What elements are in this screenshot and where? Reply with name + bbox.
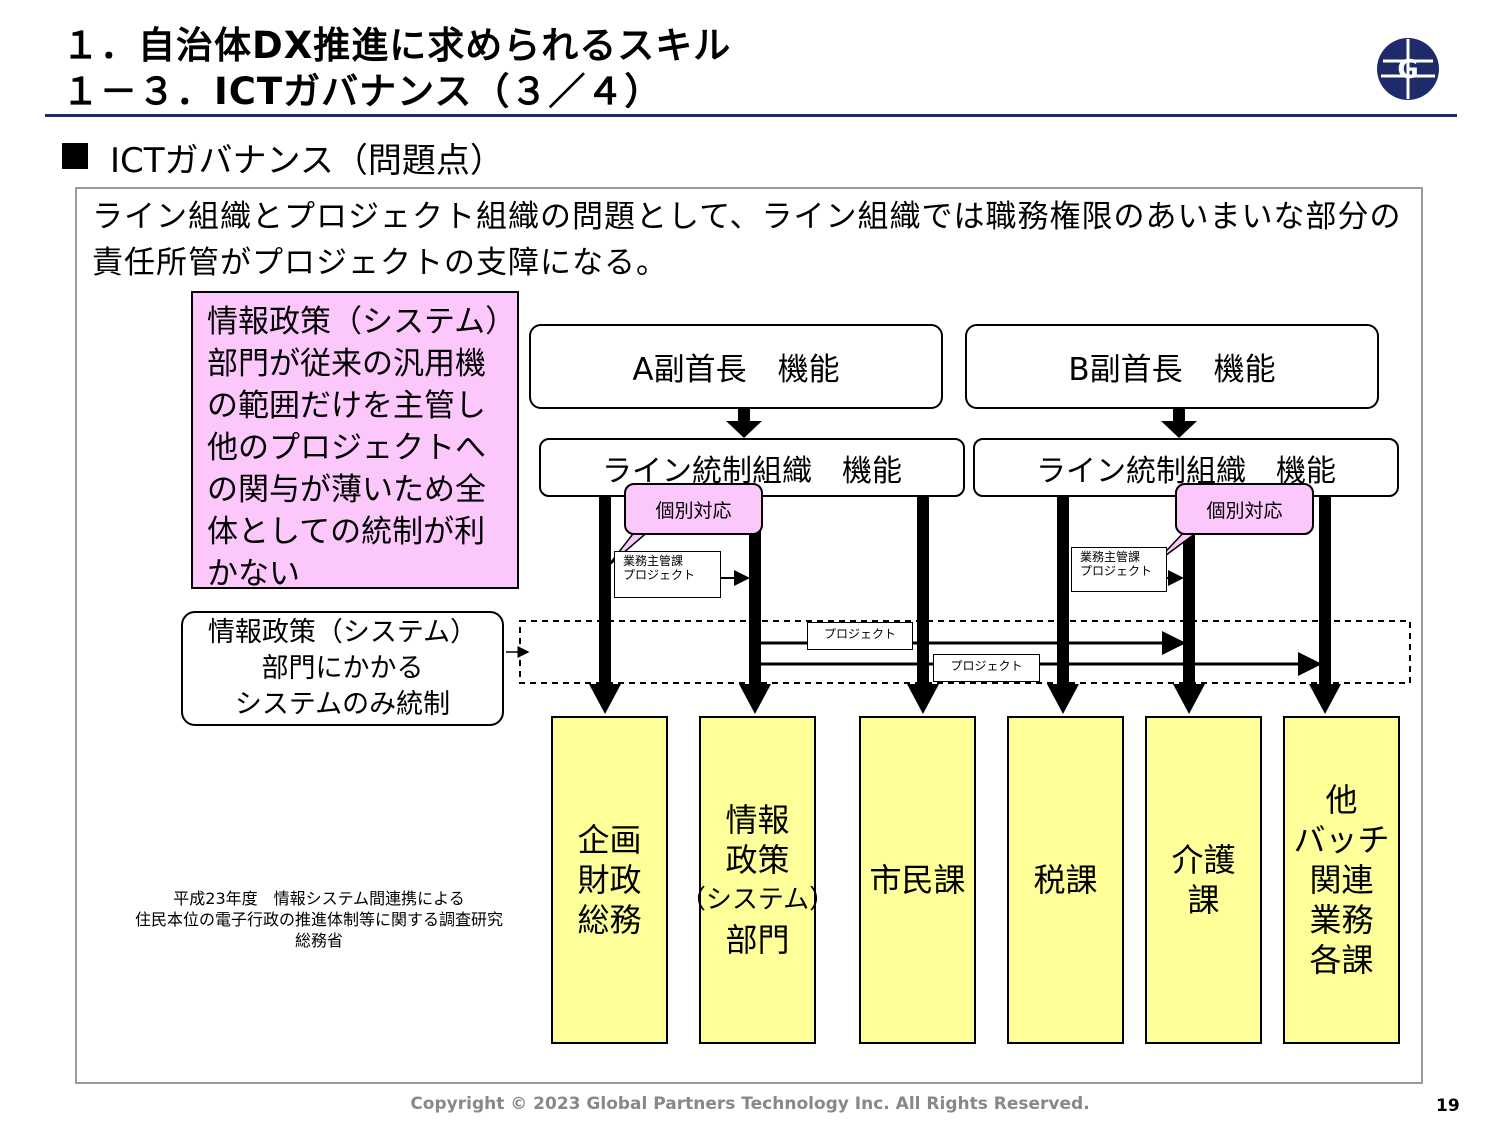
- page-number: 19: [1436, 1096, 1460, 1116]
- title-rule: [45, 114, 1457, 117]
- department-tax-box: 税課: [1007, 716, 1124, 1044]
- gpt-globe-logo-icon: G: [1377, 38, 1439, 100]
- department-planning-finance-box: 企画財政総務: [551, 716, 668, 1044]
- title-line-2: １－３．ICTガバナンス（３／４）: [62, 70, 663, 113]
- svg-text:G: G: [1397, 55, 1418, 85]
- dept-project-box-b: 業務主管課 プロジェクト: [1071, 547, 1167, 592]
- source-citation: 平成23年度 情報システム間連携による 住民本位の電子行政の推進体制等に関する調…: [134, 889, 503, 950]
- department-citizens-box: 市民課: [859, 716, 976, 1044]
- copyright-footer: Copyright © 2023 Global Partners Technol…: [410, 1094, 1090, 1114]
- individual-response-callout-b: 個別対応: [1175, 483, 1314, 535]
- content-frame: [75, 187, 1423, 1084]
- vice-mayor-b-box: B副首長 機能: [965, 324, 1379, 409]
- department-batch-other-box: 他バッチ関連業務各課: [1283, 716, 1400, 1044]
- dept-project-box-a: 業務主管課 プロジェクト: [614, 551, 721, 598]
- department-info-policy-box: 情報政策（システム）部門: [680, 716, 835, 1044]
- project-label-2: プロジェクト: [933, 654, 1040, 682]
- title-line-1: １．自治体DX推進に求められるスキル: [62, 24, 732, 67]
- problem-note: 情報政策（システム）部門が従来の汎用機の範囲だけを主管し他のプロジェクトへの関与…: [191, 291, 519, 592]
- individual-response-callout-a: 個別対応: [624, 483, 763, 535]
- section-heading: ICTガバナンス（問題点）: [62, 133, 504, 182]
- governance-box: 情報政策（システム） 部門にかかる システムのみ統制: [181, 611, 504, 726]
- bullet-square-icon: [62, 143, 88, 169]
- intro-text: ライン組織とプロジェクト組織の問題として、ライン組織では職務権限のあいまいな部分…: [92, 199, 1402, 281]
- department-care-box: 介護課: [1145, 716, 1262, 1044]
- project-label-1: プロジェクト: [807, 622, 913, 650]
- vice-mayor-a-box: A副首長 機能: [529, 324, 943, 409]
